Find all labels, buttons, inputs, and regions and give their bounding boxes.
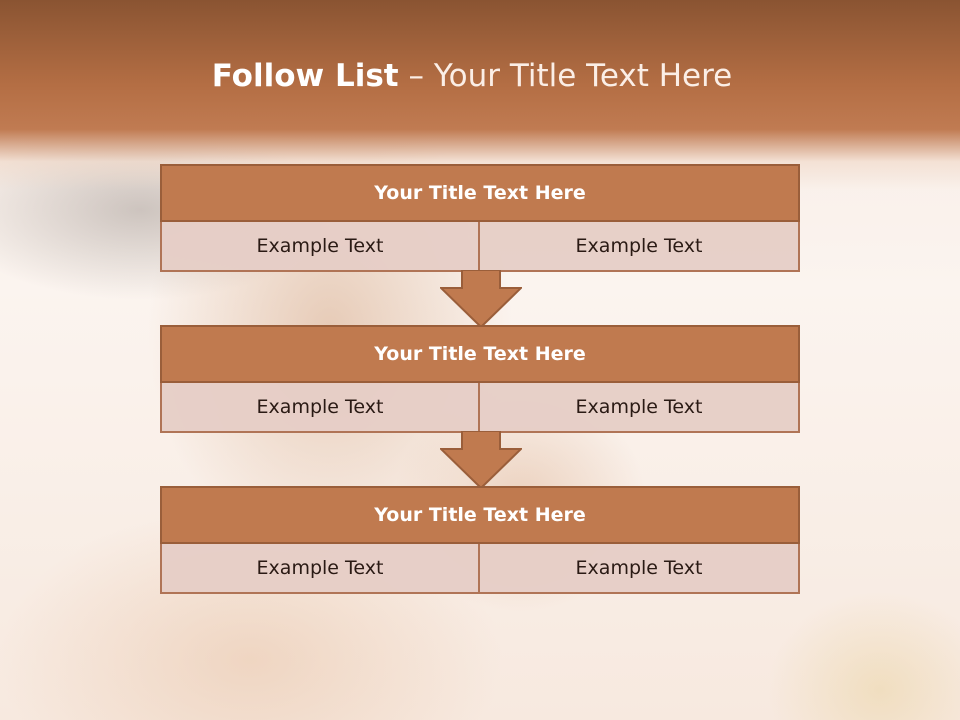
down-arrow-icon: [440, 431, 522, 489]
step-title: Your Title Text Here: [160, 325, 800, 383]
step-box-3: Your Title Text Here Example Text Exampl…: [160, 486, 800, 594]
step-box-1: Your Title Text Here Example Text Exampl…: [160, 164, 800, 272]
step-row: Example Text Example Text: [160, 383, 800, 433]
slide-title-bold: Follow List: [211, 58, 399, 94]
step-cell-right: Example Text: [480, 383, 800, 433]
slide-title: Follow List – Your Title Text Here: [0, 54, 944, 98]
down-arrow-icon: [440, 270, 522, 328]
slide-title-rest: – Your Title Text Here: [408, 58, 733, 94]
step-cell-left: Example Text: [160, 222, 480, 272]
step-row: Example Text Example Text: [160, 222, 800, 272]
step-title: Your Title Text Here: [160, 164, 800, 222]
step-cell-left: Example Text: [160, 544, 480, 594]
step-cell-left: Example Text: [160, 383, 480, 433]
step-box-2: Your Title Text Here Example Text Exampl…: [160, 325, 800, 433]
header-band: [0, 0, 960, 190]
step-title: Your Title Text Here: [160, 486, 800, 544]
step-cell-right: Example Text: [480, 544, 800, 594]
step-cell-right: Example Text: [480, 222, 800, 272]
step-row: Example Text Example Text: [160, 544, 800, 594]
